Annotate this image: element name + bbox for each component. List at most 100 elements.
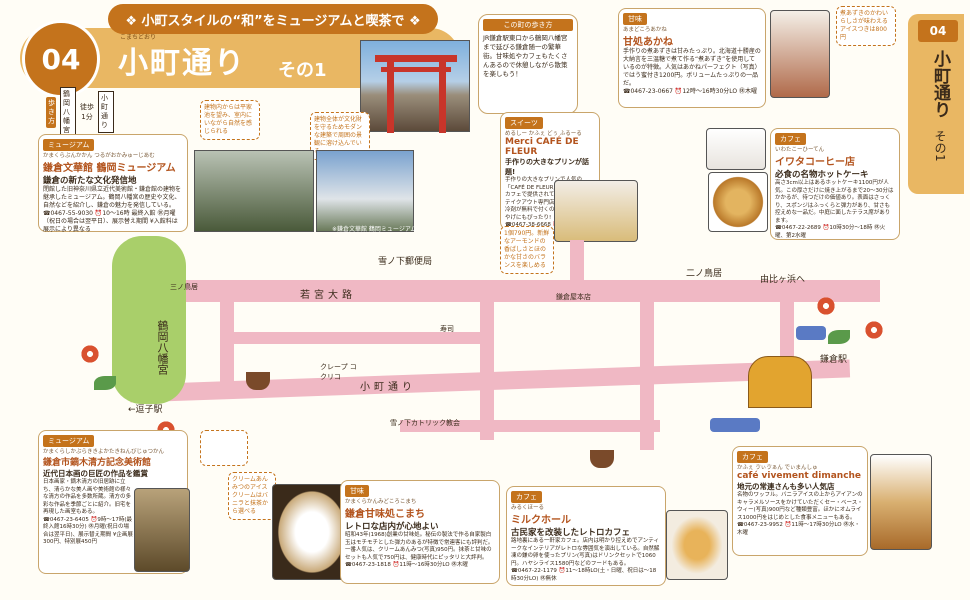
road-wakamiya: [140, 280, 880, 302]
spot-milkhall: カフェ みるくほーる ミルクホール 古民家を改装したレトロカフェ 路地裏にある一…: [506, 486, 666, 586]
side-number: 04: [918, 20, 958, 42]
cup-icon: [590, 450, 614, 468]
map-label-sannotorii: 三ノ鳥居: [170, 283, 198, 291]
spot-catch: 古民家を改装したレトロカフェ: [511, 528, 631, 538]
callout-kaburaki-note: [200, 430, 248, 466]
callout-museum-1a: 建物内からは平家池を望み、室内にいながら自然を感じられる: [200, 100, 260, 140]
flower-icon: [80, 344, 100, 364]
fleur-photo: [554, 180, 638, 242]
spot-name: 鎌倉文華館 鶴岡ミュージアム: [43, 163, 176, 174]
spot-info: ☎0467-55-9030 ⏰10～16時 最終入館 ㊡月曜（祝日の場合は翌平日…: [43, 210, 178, 233]
road-lower-h: [400, 420, 660, 432]
map-label-zushi: ←逗子駅: [128, 405, 163, 415]
spot-catch: レトロな店内が心地よい: [345, 522, 439, 532]
spot-tag: カフェ: [511, 491, 542, 503]
spot-body: 昭和43年(1968)創業の甘味処。秘伝の製法で作る自家製白玉はモチモチとした弾…: [345, 532, 494, 561]
leaf-icon: [94, 376, 116, 390]
spot-body: 手作りの大きなプリンで人気の「CAFÉ DE FLEUR」の姉妹店で、カフェで提…: [505, 177, 593, 221]
spot-catch: 地元の常連さんも多い人気店: [737, 482, 835, 491]
spot-tag: ミュージアム: [43, 139, 95, 151]
spot-kana: みるくほーる: [511, 505, 545, 511]
spot-dimanche: カフェ かふぇ ゔぃゔぁん でぃまんしゅ café vivement diman…: [732, 446, 868, 556]
spot-info: ☎0467-22-1179 ⏰11～18時LO(土・日曜、祝日は～18時30分L…: [511, 568, 657, 582]
spot-body: 手作りの煮あずきは甘みたっぷり。北海道十勝産の大納言を三温糖で煮て作る“煮あずき…: [623, 48, 761, 87]
spot-name: café vivement dimanche: [737, 471, 862, 481]
station-building-icon: [748, 356, 812, 408]
iwata-photo-pancake: [708, 172, 768, 232]
cup-icon: [246, 372, 270, 390]
spot-tag: カフェ: [737, 451, 768, 463]
side-tab: [908, 14, 964, 194]
spot-catch: 必食の名物ホットケーキ: [775, 170, 869, 180]
dimanche-photo: [870, 454, 932, 550]
spot-name: 甘処あかね: [623, 37, 673, 48]
flower-icon: [864, 320, 884, 340]
spot-catch: 手作りの大きなプリンが話題!: [505, 158, 589, 176]
hachimangu-ground: [112, 236, 186, 404]
spot-body: 高さ3cm以上はあるホットケーキ1100円が人気。この厚さだけに焼き上がるまで2…: [775, 180, 894, 224]
map-label-crepe: クレープ コクリコ: [320, 363, 357, 381]
spot-tag: 甘味: [345, 485, 369, 497]
spot-tag: ミュージアム: [43, 435, 95, 447]
milkhall-photo: [666, 510, 728, 580]
spot-name: Merci CAFÉ DE FLEUR: [505, 137, 579, 157]
map-label-kamakura-hall: 鎌倉屋本店: [556, 293, 591, 301]
walk-label: 歩き方: [46, 96, 56, 128]
walk-start: 鶴岡八幡宮: [60, 86, 76, 138]
spot-body: 日本画家・鏑木清方の旧居跡に立ち、清らかな美人画や美術館の様々な清方の作品を多数…: [43, 479, 132, 515]
spot-catch: 鎌倉の新たな文化発信地: [43, 176, 137, 186]
spot-body: 名物のワッフル。バニラアイスの上からアイアンのキャラメルソースをかけていただくセ…: [737, 492, 863, 521]
spot-tag: カフェ: [775, 133, 806, 145]
road-upper-h: [230, 332, 490, 344]
map-label-church: 雪ノ下カトリック教会: [390, 419, 460, 427]
spot-info: ☎0467-22-2689 ⏰10時30分～18時 ㊡火曜、第2水曜: [775, 225, 886, 239]
spot-tag: スイーツ: [505, 117, 543, 129]
flower-icon: [816, 296, 836, 316]
side-title: 小町通り: [930, 50, 950, 118]
spot-info: ☎0467-23-1818 ⏰11時～16時30分LO ㊡木曜: [345, 562, 468, 568]
callout-komachi: クリームあんみつのアイスクリームはバニラと抹茶から選べる: [228, 472, 276, 520]
section-number-badge: 04: [22, 20, 100, 98]
spot-kana: かまくらしかぶらききよかたきねんびじゅつかん: [43, 449, 165, 455]
train-icon: [710, 418, 760, 432]
walk-arrow: 徒歩: [80, 103, 94, 111]
museum-1-photo: [194, 150, 314, 232]
page-title: 小町通り: [118, 46, 246, 81]
intro-box: この町の歩き方 JR鎌倉駅東口から鶴岡八幡宮まで延びる鎌倉随一の繁華街。甘味処や…: [478, 14, 578, 114]
title-ruby: こまちどおり: [120, 34, 157, 41]
spot-kana: かまくらかんみどころこまち: [345, 499, 417, 505]
photo-caption: ※鎌倉文華館 鶴岡ミュージアム: [332, 226, 417, 233]
iwata-photo-coffee: [706, 128, 766, 170]
kaburaki-photo: [134, 488, 190, 572]
spot-tag: 甘味: [623, 13, 647, 25]
intro-heading: この町の歩き方: [483, 19, 573, 31]
map-label-nino-torii: 二ノ鳥居: [686, 269, 723, 279]
map-label-kamakura-station: 鎌倉駅: [820, 355, 848, 365]
spot-kana: めるしー かふぇ どぅ ふるーる: [505, 131, 582, 137]
leaf-icon: [828, 330, 850, 344]
spot-body: 路地裏にある一軒家カフェ。店内は明かり控えめでアンティークなインテリアがレトロな…: [511, 538, 660, 567]
spot-catch: 近代日本画の巨匠の作品を鑑賞: [43, 469, 148, 478]
spot-name: イワタコーヒー店: [775, 157, 855, 168]
road-top-v: [570, 240, 584, 300]
map-label-wakamiya: 若宮大路: [300, 290, 356, 301]
spot-kana: あまどころあかね: [623, 27, 667, 33]
intro-body: JR鎌倉駅東口から鶴岡八幡宮まで延びる鎌倉随一の繁華街。甘味処やカフェもたくさん…: [483, 34, 568, 78]
map-label-komachi: 小町通り: [360, 382, 416, 393]
spot-name: ミルクホール: [511, 515, 571, 526]
spot-komachi: 甘味 かまくらかんみどころこまち 鎌倉甘味処こまち レトロな店内が心地よい 昭和…: [340, 480, 500, 584]
spot-body: 閉館した旧神奈川県立近代美術館・鎌倉館の建物を継承したミュージアム。鶴岡八幡宮の…: [43, 186, 182, 209]
page-title-suffix: その1: [278, 60, 327, 81]
road-mid-v: [480, 290, 494, 440]
spot-kana: いわたこーひーてん: [775, 147, 825, 153]
train-icon: [796, 326, 826, 340]
callout-fleur: 1個790円。新鮮なアーモンドの香ばしさとほのかな甘さのバランスを楽しめる: [500, 226, 554, 274]
spot-info: ☎0467-23-9952 ⏰11時～17時30分LO ㊡水・木曜: [737, 522, 860, 536]
torii-photo: [360, 40, 470, 133]
map-label-hachimangu: 鶴岡八幡宮: [156, 320, 169, 375]
side-suffix: その1: [933, 130, 947, 162]
spot-name: 鎌倉市鏑木清方記念美術館: [43, 458, 152, 468]
spot-museum-1: ミュージアム かまくらぶんかかん つるがおかみゅーじあむ 鎌倉文華館 鶴岡ミュー…: [38, 134, 188, 233]
amakawa-photo: [770, 10, 830, 98]
map-label-post: 雪ノ下郵便局: [378, 257, 433, 267]
